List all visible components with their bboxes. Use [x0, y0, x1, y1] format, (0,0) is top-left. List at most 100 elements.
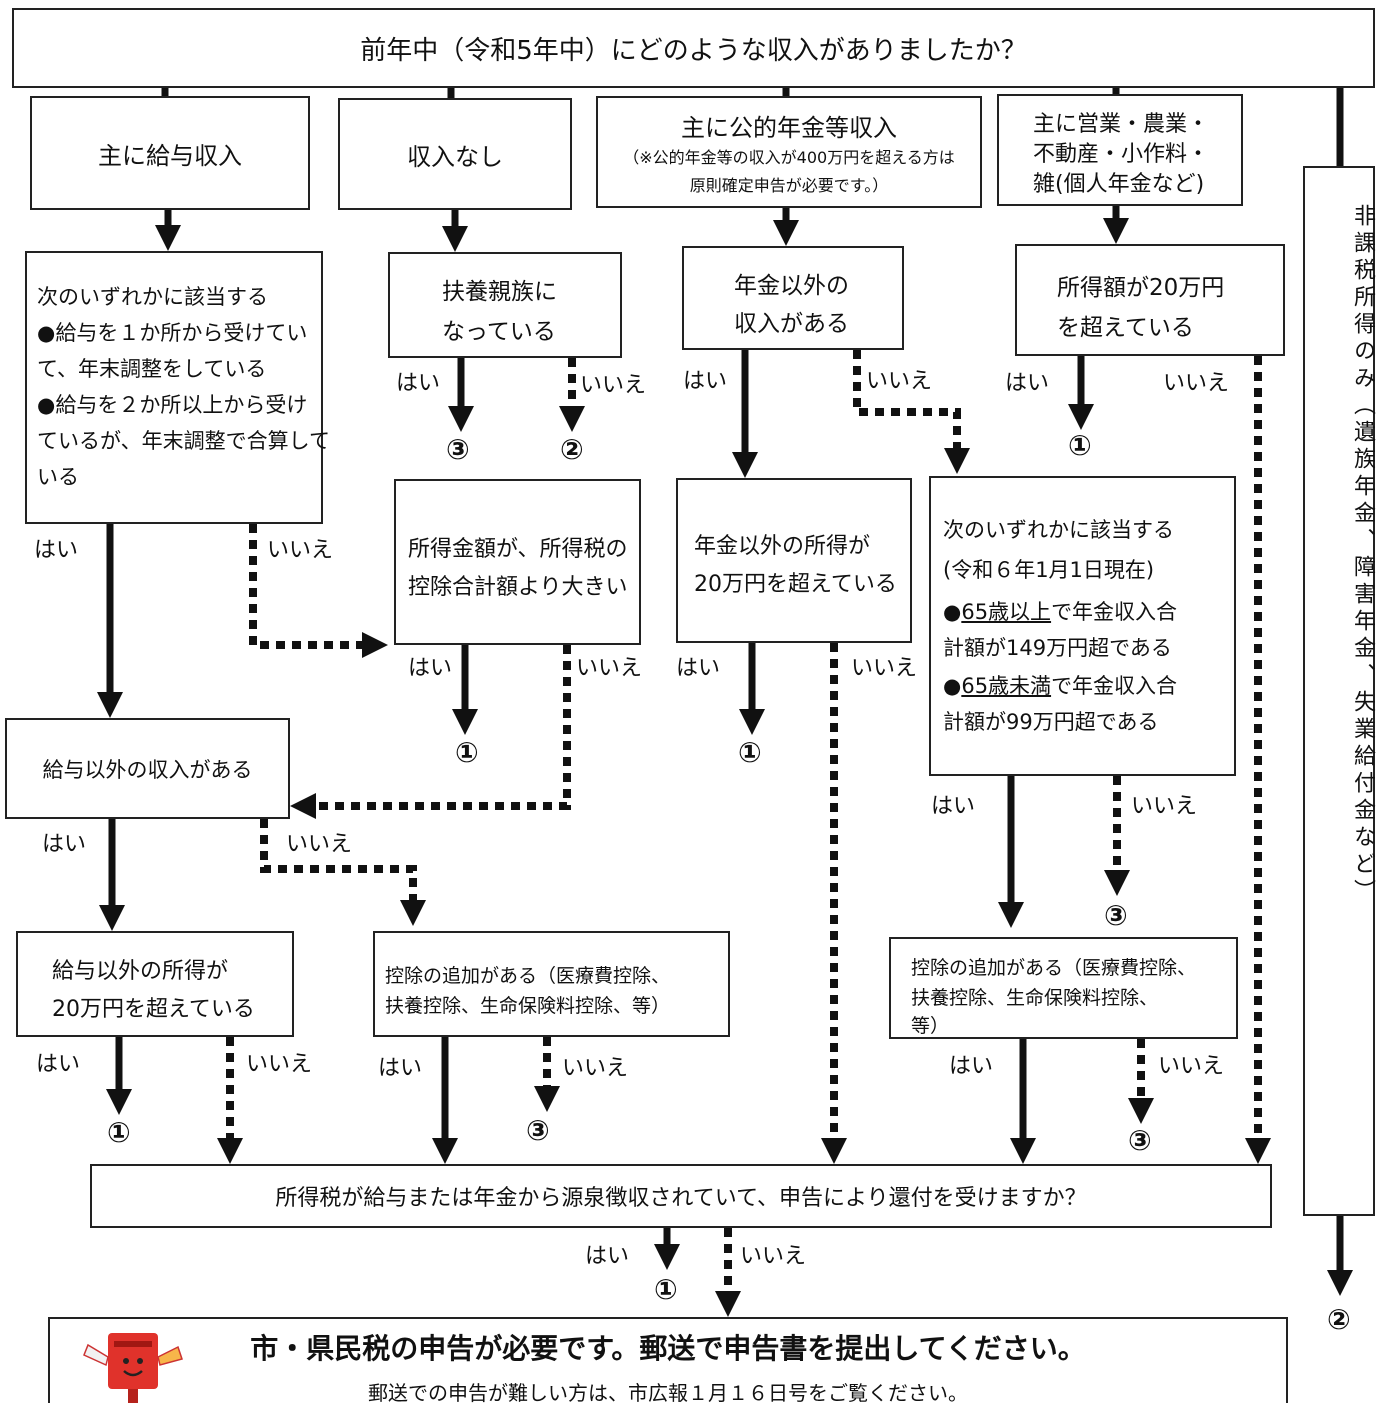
business-income-box: 主に営業・農業・ 不動産・小作料・ 雑(個人年金など) — [997, 94, 1243, 206]
arrow-pension-other-no — [853, 350, 970, 474]
deduction-left-line1: 控除の追加がある（医療費控除、 — [385, 965, 671, 987]
business-title-line3: 雑(個人年金など) — [1033, 172, 1205, 197]
marker-3-dependent-yes: ③ — [446, 433, 470, 466]
business-over-line1: 所得額が20万円 — [1057, 275, 1225, 301]
conclusion-box: 市・県民税の申告が必要です。郵送で申告書を提出してください。 郵送での申告が難し… — [48, 1317, 1288, 1403]
arrow-noincome-down — [442, 210, 468, 252]
salary-income-title: 主に給与収入 — [98, 141, 242, 170]
deduction-right-no-label: いいえ — [1158, 1054, 1225, 1079]
deduction-right-line1: 控除の追加がある（医療費控除、 — [911, 957, 1197, 979]
deduction-left-yes-label: はい — [378, 1056, 423, 1081]
no-income-title: 収入なし — [407, 142, 503, 171]
salary-cond-line5: いる — [37, 465, 79, 489]
pension-other-over-box: 年金以外の所得が 20万円を超えている — [676, 478, 912, 643]
arrow-salary-down — [155, 210, 181, 251]
pension-note-line1: （※公的年金等の収入が400万円を超える方は — [623, 148, 955, 167]
no-income-box: 収入なし — [338, 98, 572, 210]
pension-age-condition-box: 次のいずれかに該当する (令和６年1月1日現在) ●65歳以上で年金収入合 計額… — [929, 476, 1236, 776]
pension-cond-line3-rest: で年金収入合 — [1051, 674, 1178, 698]
deduction-left-line2: 扶養控除、生命保険料控除、等） — [385, 995, 671, 1017]
pension-other-line1: 年金以外の — [734, 273, 849, 299]
arrow-refund-no — [715, 1228, 741, 1317]
income-vs-deduction-yes-label: はい — [408, 656, 453, 681]
arrow-salary-other-no — [260, 819, 426, 926]
pension-cond-line2: 計額が149万円超である — [943, 636, 1172, 660]
salary-other-income-yes-label: はい — [42, 832, 87, 857]
pension-other-over-no-label: いいえ — [851, 656, 918, 681]
dependent-yes-label: はい — [396, 371, 441, 396]
salary-cond-line3: ●給与を２か所以上から受け — [37, 393, 308, 417]
arrow-deduction-left-no — [534, 1037, 560, 1112]
arrow-pension-over-no — [821, 643, 847, 1164]
arrow-pension-down — [773, 208, 799, 246]
arrow-salary-yes — [97, 524, 123, 718]
nontaxable-text: 非課税所得のみ（遺族年金、障害年金、失業給付金など） — [1350, 204, 1375, 906]
arrow-income-yes — [452, 645, 478, 735]
dependent-line2: なっている — [442, 319, 556, 345]
business-title-line1: 主に営業・農業・ — [1033, 112, 1210, 137]
salary-cond-line2: て、年末調整をしている — [37, 357, 267, 381]
pension-cond-bullet1: ● — [943, 600, 962, 624]
dependent-no-label: いいえ — [580, 373, 647, 398]
marker-2-dependent-no: ② — [560, 433, 584, 466]
marker-1-income-yes: ① — [455, 736, 479, 769]
pension-other-yes-label: はい — [683, 369, 728, 394]
arrow-dependent-yes — [448, 358, 474, 432]
pension-cond-date: (令和６年1月1日現在) — [943, 558, 1155, 582]
salary-cond-line4: ているが、年末調整で合算して — [37, 429, 330, 453]
marker-1-business-yes: ① — [1068, 429, 1092, 462]
pension-cond-line4: 計額が99万円超である — [943, 710, 1159, 734]
salary-condition-box: 次のいずれかに該当する ●給与を１か所から受けてい て、年末調整をしている ●給… — [25, 251, 330, 524]
refund-question: 所得税が給与または年金から源泉徴収されていて、申告により還付を受けますか？ — [275, 1186, 1087, 1211]
marker-1-salary-other-yes: ① — [107, 1116, 131, 1149]
salary-other-income-box: 給与以外の収入がある — [5, 718, 290, 819]
pension-age-yes-label: はい — [931, 794, 976, 819]
marker-3-pension-age-no: ③ — [1104, 899, 1128, 932]
salary-other-over-line2: 20万円を超えている — [52, 997, 255, 1022]
business-title-line2: 不動産・小作料・ — [1033, 142, 1210, 167]
arrow-pension-age-no — [1104, 776, 1130, 896]
refund-no-label: いいえ — [740, 1244, 807, 1269]
pension-other-income-box: 年金以外の 収入がある — [682, 246, 904, 350]
arrow-salary-over-yes — [106, 1037, 132, 1115]
arrow-income-no — [290, 645, 571, 819]
pension-other-over-line2: 20万円を超えている — [694, 572, 897, 597]
salary-cond-yes-label: はい — [34, 538, 79, 563]
marker-3-deduction-right-no: ③ — [1128, 1124, 1152, 1157]
pension-cond-heading: 次のいずれかに該当する — [943, 518, 1174, 542]
arrow-business-down — [1103, 206, 1129, 244]
nontaxable-box: 非課税所得のみ（遺族年金、障害年金、失業給付金など） — [1303, 166, 1375, 1216]
salary-other-over-line1: 給与以外の所得が — [52, 959, 229, 984]
salary-cond-no-label: いいえ — [267, 538, 334, 563]
pension-cond-line1: ●65歳以上で年金収入合 — [943, 596, 1177, 626]
income-vs-deduction-box: 所得金額が、所得税の 控除合計額より大きい — [394, 479, 641, 645]
marker-1-pension-other-yes: ① — [738, 736, 762, 769]
pension-other-over-line1: 年金以外の所得が — [694, 534, 871, 559]
arrow-pension-over-yes — [739, 643, 765, 735]
salary-other-over-no-label: いいえ — [246, 1052, 313, 1077]
age-65-over: 65歳以上 — [961, 600, 1052, 624]
salary-other-income-text: 給与以外の収入がある — [42, 757, 253, 782]
income-vs-deduction-no-label: いいえ — [576, 656, 643, 681]
refund-yes-label: はい — [585, 1244, 630, 1269]
marker-2-nontaxable: ② — [1327, 1303, 1351, 1336]
age-65-under: 65歳未満 — [961, 674, 1052, 698]
arrow-deduction-right-no — [1128, 1039, 1154, 1124]
arrow-dependent-no — [559, 358, 585, 432]
pension-other-over-yes-label: はい — [676, 656, 721, 681]
pension-other-no-label: いいえ — [866, 369, 933, 394]
marker-3-deduction-left-no: ③ — [526, 1114, 550, 1147]
deduction-left-no-label: いいえ — [562, 1056, 629, 1081]
pension-cond-line1-rest: で年金収入合 — [1051, 600, 1178, 624]
salary-other-income-no-label: いいえ — [286, 832, 353, 857]
arrow-business-no — [1245, 356, 1271, 1164]
business-over-box: 所得額が20万円 を超えている — [1015, 244, 1285, 356]
dependent-line1: 扶養親族に — [442, 279, 557, 305]
deduction-right-line2: 扶養控除、生命保険料控除、 — [911, 987, 1159, 1009]
arrow-deduction-left-yes — [432, 1037, 458, 1164]
pension-income-title: 主に公的年金等収入 — [681, 114, 897, 142]
pension-note-line2: 原則確定申告が必要です。） — [689, 176, 889, 195]
business-over-no-label: いいえ — [1163, 371, 1230, 396]
